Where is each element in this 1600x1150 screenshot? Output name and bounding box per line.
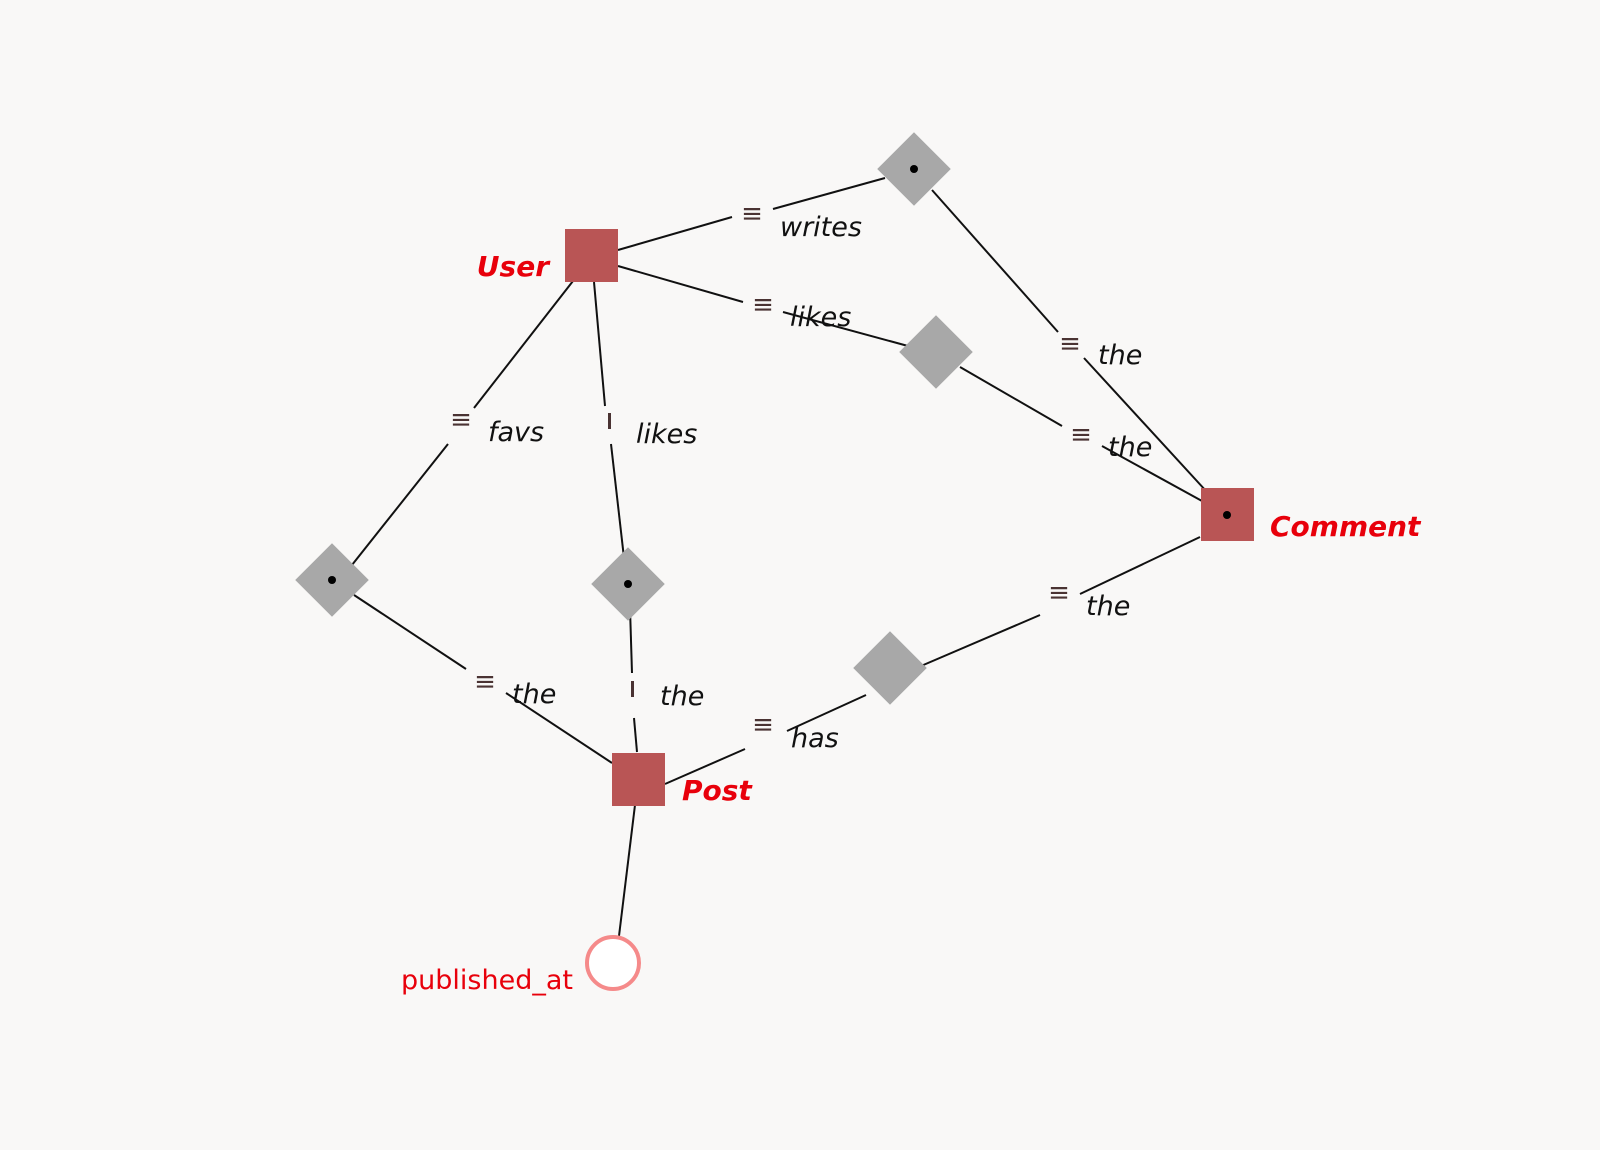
marker-many-icon: ≡ xyxy=(1059,329,1081,359)
marker-many-icon: ≡ xyxy=(741,199,763,229)
relation-has[interactable] xyxy=(853,631,927,705)
entity-post[interactable]: Post xyxy=(612,753,753,807)
relation-writes[interactable] xyxy=(877,132,951,206)
marker-many-icon: ≡ xyxy=(752,290,774,320)
marker-many-icon: ≡ xyxy=(1048,578,1070,608)
edge-writes-comment[interactable] xyxy=(1083,357,1208,493)
dot-icon xyxy=(624,580,632,588)
edge-writes-comment[interactable] xyxy=(931,189,1059,333)
marker-many-icon: ≡ xyxy=(450,405,472,435)
edge-label-the: the xyxy=(512,679,556,710)
edge-label-the: the xyxy=(1098,340,1142,371)
edge-post-published-at[interactable] xyxy=(618,804,636,937)
edge-label-the: the xyxy=(1086,591,1130,622)
attribute-label-published-at: published_at xyxy=(401,965,573,996)
edge-likes-post[interactable] xyxy=(629,607,633,674)
edge-label-the: the xyxy=(660,681,704,712)
edge-user-writes[interactable] xyxy=(772,177,886,210)
edge-user-favs[interactable] xyxy=(473,280,574,409)
edge-label-writes: writes xyxy=(780,212,862,243)
edges xyxy=(347,177,1208,937)
entity-comment[interactable]: Comment xyxy=(1201,488,1422,543)
dot-icon xyxy=(328,576,336,584)
edge-labels: writes the likes the favs the likes the … xyxy=(488,212,1152,754)
edge-user-likes-comment[interactable] xyxy=(617,265,744,303)
edge-likes-comment[interactable] xyxy=(959,366,1063,427)
edge-label-has: has xyxy=(791,723,839,754)
edge-user-favs[interactable] xyxy=(347,443,449,571)
dot-icon xyxy=(910,165,918,173)
edge-favs-post[interactable] xyxy=(505,692,613,764)
edge-favs-post[interactable] xyxy=(353,594,467,670)
edge-post-has[interactable] xyxy=(786,694,867,732)
edge-has-comment[interactable] xyxy=(1079,536,1201,595)
edge-label-likes: likes xyxy=(636,419,697,450)
relation-favs[interactable] xyxy=(295,543,369,617)
edge-user-likes-comment[interactable] xyxy=(782,311,909,347)
entity-label-comment: Comment xyxy=(1270,510,1422,543)
edge-likes-post[interactable] xyxy=(633,717,638,753)
edge-user-writes[interactable] xyxy=(617,216,733,251)
entities: User Comment Post xyxy=(477,229,1422,807)
entity-user[interactable]: User xyxy=(477,229,618,283)
dot-icon xyxy=(1223,511,1231,519)
entity-label-post: Post xyxy=(682,774,753,807)
edge-has-comment[interactable] xyxy=(913,614,1041,670)
marker-one-icon xyxy=(608,413,611,429)
marker-many-icon: ≡ xyxy=(752,710,774,740)
edge-likes-comment[interactable] xyxy=(1101,445,1203,502)
cardinality-markers: ≡ ≡ ≡ ≡ ≡ ≡ ≡ ≡ xyxy=(450,199,1092,740)
marker-many-icon: ≡ xyxy=(1070,420,1092,450)
attribute-published-at[interactable]: published_at xyxy=(401,935,641,996)
edge-user-likes-post[interactable] xyxy=(610,443,625,559)
edge-post-has[interactable] xyxy=(664,748,746,785)
marker-one-icon xyxy=(631,681,634,697)
relations xyxy=(295,132,973,705)
attribute-circle-icon xyxy=(585,935,641,991)
edge-user-likes-post[interactable] xyxy=(593,281,606,407)
entity-label-user: User xyxy=(477,250,551,283)
edge-label-likes: likes xyxy=(790,302,851,333)
relation-likes-post[interactable] xyxy=(591,547,665,621)
marker-many-icon: ≡ xyxy=(474,667,496,697)
edge-label-the: the xyxy=(1108,432,1152,463)
edge-label-favs: favs xyxy=(488,417,544,448)
relation-likes-comment[interactable] xyxy=(899,315,973,389)
